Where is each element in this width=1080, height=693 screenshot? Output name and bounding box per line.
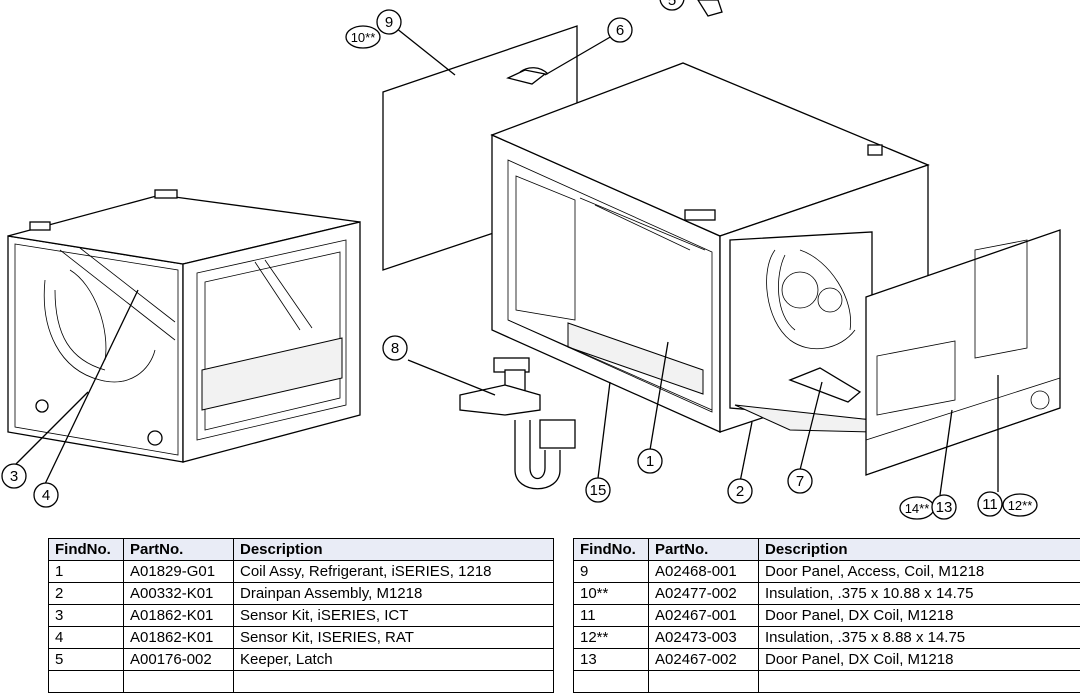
partno-cell: A01862-K01 (124, 605, 234, 627)
callout-label: 11 (982, 496, 998, 513)
partno-cell: A02467-002 (649, 649, 759, 671)
callout-6: 6 (608, 18, 632, 42)
callout-1: 1 (638, 449, 662, 473)
findno-cell: 13 (574, 649, 649, 671)
partno-cell: A02473-003 (649, 627, 759, 649)
findno-cell (574, 671, 649, 693)
callout-label: 5 (668, 0, 676, 9)
callout-11: 11 (978, 492, 1002, 516)
table-row (574, 671, 1080, 693)
callout-3: 3 (2, 464, 26, 488)
partno-cell: A02467-001 (649, 605, 759, 627)
keeper-latch (698, 0, 722, 16)
drain-trap (460, 358, 575, 489)
description-cell: Sensor Kit, iSERIES, ICT (234, 605, 554, 627)
partno-cell: A01862-K01 (124, 627, 234, 649)
left-assembled-unit (8, 190, 360, 462)
findno-cell (49, 671, 124, 693)
table-header-row: FindNo. PartNo. Description (574, 539, 1080, 561)
callout-label: 1 (646, 453, 654, 470)
callout-label: 13 (936, 499, 953, 516)
partno-cell: A01829-G01 (124, 561, 234, 583)
header-findno: FindNo. (49, 539, 124, 561)
description-cell: Insulation, .375 x 10.88 x 14.75 (759, 583, 1080, 605)
coil-drain-area (730, 232, 872, 432)
findno-cell: 4 (49, 627, 124, 649)
callout-13: 13 (932, 495, 956, 519)
description-cell: Insulation, .375 x 8.88 x 14.75 (759, 627, 1080, 649)
description-cell: Door Panel, DX Coil, M1218 (759, 605, 1080, 627)
callout-7: 7 (788, 469, 812, 493)
header-partno: PartNo. (124, 539, 234, 561)
callout-15: 15 (586, 478, 610, 502)
description-cell: Coil Assy, Refrigerant, iSERIES, 1218 (234, 561, 554, 583)
callout-label: 4 (42, 487, 50, 504)
header-description: Description (234, 539, 554, 561)
callout-label: 9 (385, 14, 393, 31)
description-cell: Door Panel, DX Coil, M1218 (759, 649, 1080, 671)
callout-10: 10** (346, 26, 380, 48)
findno-cell: 3 (49, 605, 124, 627)
description-cell (234, 671, 554, 693)
callout-label: 3 (10, 468, 18, 485)
header-partno: PartNo. (649, 539, 759, 561)
findno-cell: 11 (574, 605, 649, 627)
header-description: Description (759, 539, 1080, 561)
partno-cell (124, 671, 234, 693)
callout-8: 8 (383, 336, 407, 360)
findno-cell: 12** (574, 627, 649, 649)
findno-cell: 1 (49, 561, 124, 583)
callout-label: 6 (616, 22, 624, 39)
partno-cell: A00176-002 (124, 649, 234, 671)
callout-14: 14** (900, 497, 934, 519)
table-header-row: FindNo. PartNo. Description (49, 539, 554, 561)
callout-label: 2 (736, 483, 744, 500)
callout-label: 15 (590, 482, 607, 499)
partno-cell: A02477-002 (649, 583, 759, 605)
findno-cell: 2 (49, 583, 124, 605)
partno-cell: A02468-001 (649, 561, 759, 583)
callout-label: 12** (1008, 498, 1033, 513)
description-cell: Sensor Kit, ISERIES, RAT (234, 627, 554, 649)
callout-2: 2 (728, 479, 752, 503)
table-row (49, 671, 554, 693)
callout-label: 7 (796, 473, 804, 490)
callout-12: 12** (1003, 494, 1037, 516)
callout-label: 10** (351, 30, 376, 45)
description-cell (759, 671, 1080, 693)
description-cell: Keeper, Latch (234, 649, 554, 671)
header-findno: FindNo. (574, 539, 649, 561)
findno-cell: 10** (574, 583, 649, 605)
callout-4: 4 (34, 483, 58, 507)
findno-cell: 5 (49, 649, 124, 671)
partno-cell (649, 671, 759, 693)
description-cell: Door Panel, Access, Coil, M1218 (759, 561, 1080, 583)
callout-5: 5 (660, 0, 684, 10)
callout-label: 8 (391, 340, 399, 357)
exploded-view-drawing: 9 10** 6 5 8 1 15 2 7 3 4 14** (0, 0, 1080, 535)
partno-cell: A00332-K01 (124, 583, 234, 605)
callout-9: 9 (377, 10, 401, 34)
description-cell: Drainpan Assembly, M1218 (234, 583, 554, 605)
callout-label: 14** (905, 501, 930, 516)
findno-cell: 9 (574, 561, 649, 583)
